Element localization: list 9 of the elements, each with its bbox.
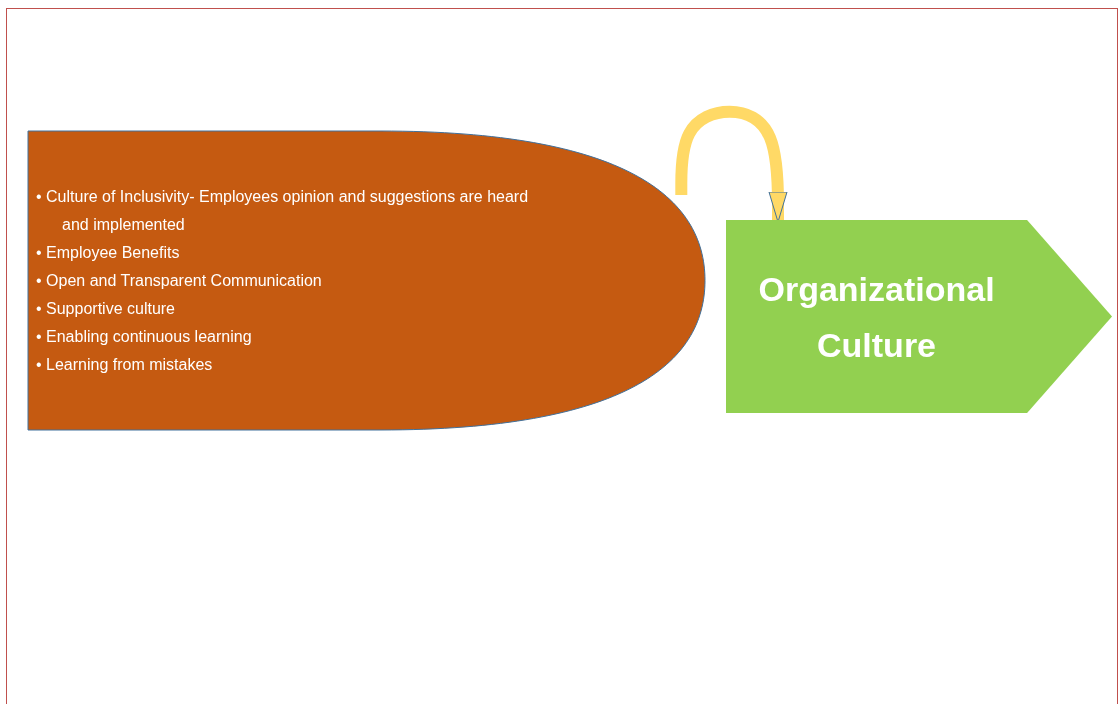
bullet-point: • Learning from mistakes: [36, 355, 214, 375]
bullet-point: • Culture of Inclusivity- Employees opinion and suggestions are heard and implemented: [36, 187, 530, 235]
pentagon-arrow-shape: [726, 220, 1112, 413]
bullet-point: • Supportive culture: [36, 299, 176, 319]
bullet-point: • Enabling continuous learning: [36, 327, 253, 347]
bullet-point: • Employee Benefits: [36, 243, 181, 263]
curved-arrow: [675, 105, 788, 223]
shape-title: Organizational Culture: [757, 268, 996, 366]
bullet-point: • Open and Transparent Communication: [36, 271, 323, 291]
